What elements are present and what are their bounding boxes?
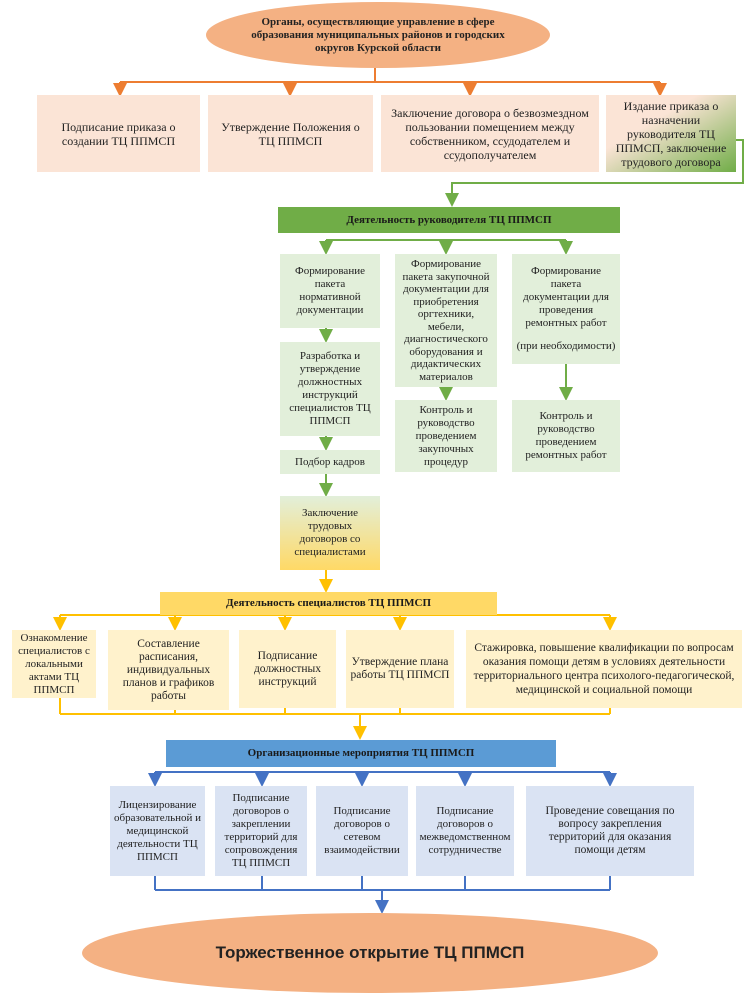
staff-selection-box: Подбор кадров	[280, 450, 380, 474]
repair-control-box: Контроль и руководство проведением ремон…	[512, 400, 620, 472]
procurement-control-box: Контроль и руководство проведением закуп…	[395, 400, 497, 472]
authorities-title-line-2: образования муниципальных районов и горо…	[251, 28, 505, 41]
repair-docs-text: Формирование пакета документации для про…	[523, 265, 609, 329]
territory-contracts-box: Подписание договоров о закреплении терри…	[215, 786, 307, 876]
job-instructions-box: Разработка и утверждение должностных инс…	[280, 342, 380, 436]
grand-opening-title: Торжественное открытие ТЦ ППМСП	[215, 943, 525, 962]
authorities-title-line-1: Органы, осуществляющие управление в сфер…	[261, 15, 495, 28]
interdepartmental-contracts-box: Подписание договоров о межведомственном …	[416, 786, 514, 876]
labor-contracts-box: Заключение трудовых договоров со специал…	[280, 496, 380, 570]
licensing-box: Лицензирование образовательной и медицин…	[110, 786, 205, 876]
local-acts-box: Ознакомление специалистов с локальными а…	[12, 630, 96, 698]
meeting-box: Проведение совещания по вопросу закрепле…	[526, 786, 694, 876]
org-measures-header: Организационные мероприятия ТЦ ППМСП	[166, 740, 556, 767]
repair-docs-note: (при необходимости)	[516, 340, 616, 352]
schedule-plans-box: Составление расписания, индивидуальных п…	[108, 630, 229, 710]
repair-docs-box: Формирование пакета документации для про…	[512, 254, 620, 364]
order-creation-box: Подписание приказа о создании ТЦ ППМСП	[37, 95, 200, 172]
authorities-ellipse: Органы, осуществляющие управление в сфер…	[206, 2, 550, 68]
sign-instructions-box: Подписание должностных инструкций	[239, 630, 336, 708]
work-plan-box: Утверждение плана работы ТЦ ППМСП	[346, 630, 454, 708]
specialists-activity-header: Деятельность специалистов ТЦ ППМСП	[160, 592, 497, 615]
authorities-title-line-3: округов Курской области	[315, 41, 441, 54]
training-box: Стажировка, повышение квалификации по во…	[466, 630, 742, 708]
premises-contract-box: Заключение договора о безвозмездном поль…	[381, 95, 599, 172]
head-appointment-box: Издание приказа о назначении руководител…	[606, 95, 736, 172]
procurement-docs-box: Формирование пакета закупочной документа…	[395, 254, 497, 387]
regulation-approval-box: Утверждение Положения о ТЦ ППМСП	[208, 95, 373, 172]
normative-docs-box: Формирование пакета нормативной документ…	[280, 254, 380, 328]
grand-opening-ellipse: Торжественное открытие ТЦ ППМСП	[82, 913, 658, 993]
leader-activity-header: Деятельность руководителя ТЦ ППМСП	[278, 207, 620, 233]
network-contracts-box: Подписание договоров о сетевом взаимодей…	[316, 786, 408, 876]
